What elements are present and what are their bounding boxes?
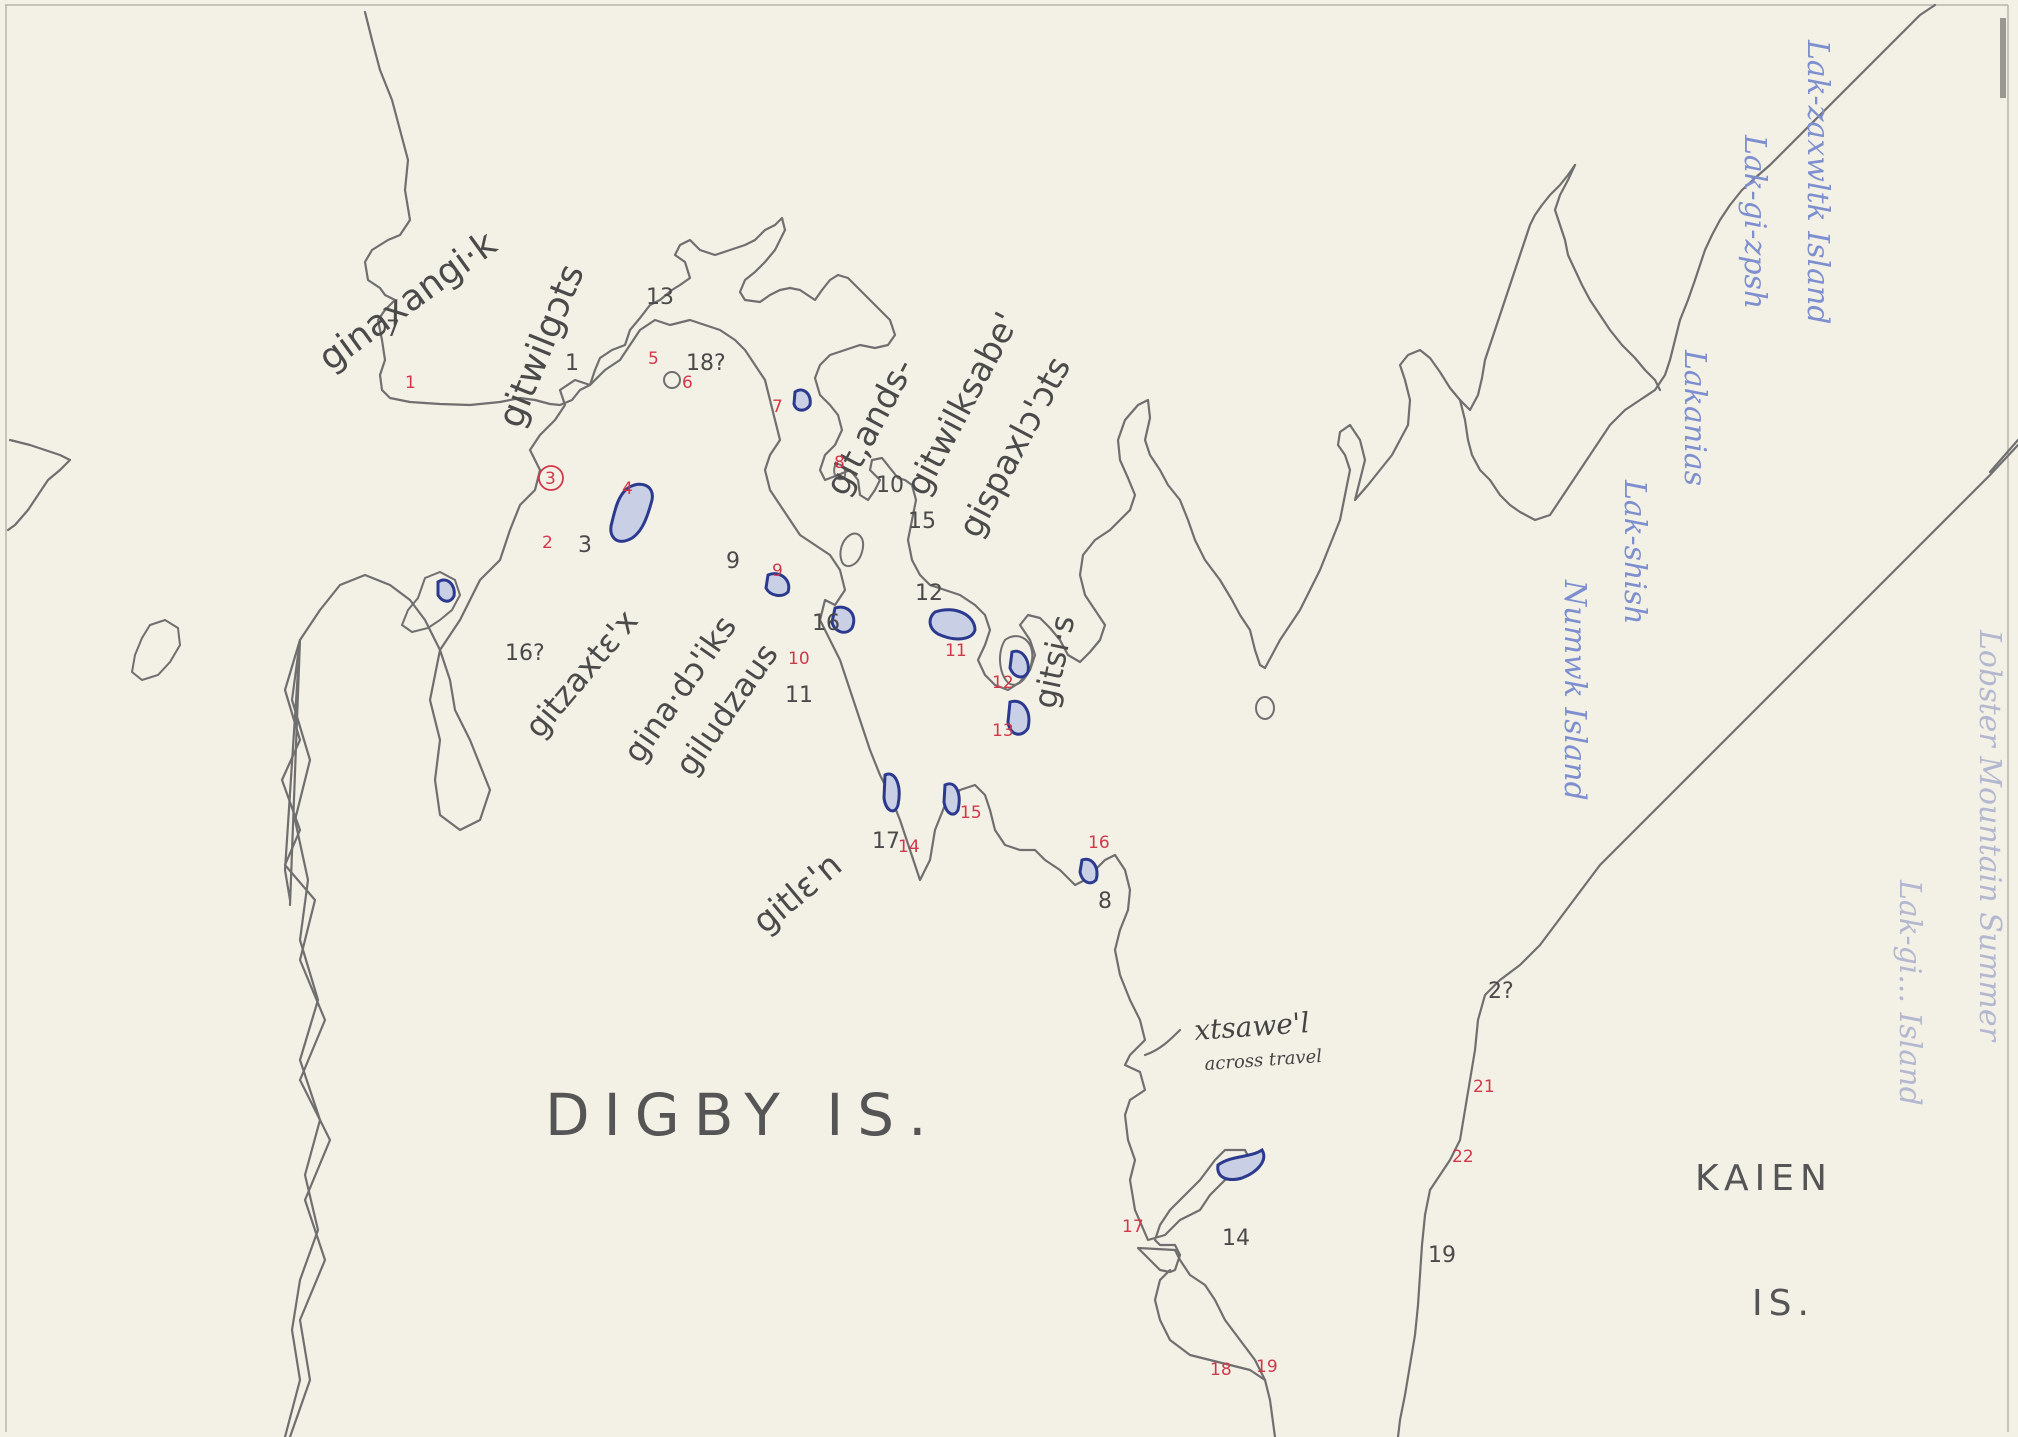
- num-red-21: 21: [1473, 1077, 1495, 1097]
- island-label-kaien: KAIEN: [1695, 1158, 1833, 1199]
- num-black-16: 16: [812, 611, 840, 636]
- island-label-digby: DIGBY IS.: [545, 1081, 941, 1149]
- digby-island-coast: [283, 638, 322, 1437]
- xtsawel-pointer: [1143, 1028, 1182, 1057]
- north-peninsula-east: [1458, 3, 1937, 522]
- num-red-2: 2: [542, 533, 553, 553]
- num-black-17: 17: [872, 829, 900, 854]
- num-red-22: 22: [1452, 1147, 1474, 1167]
- num-red-3: 3: [545, 469, 556, 489]
- num-black-8: 8: [1098, 889, 1112, 914]
- side-note-1: Lak-zaxwltk Island: [1800, 39, 1835, 325]
- blue-islet-14: [1216, 1147, 1266, 1181]
- num-black-18q: 18?: [686, 351, 726, 376]
- place-ginaxangik: ginaxangi·k: [311, 223, 504, 379]
- side-note-4: Lak-shish: [1617, 479, 1652, 625]
- kaien-island-coast: [1396, 443, 2018, 1437]
- num-red-14: 14: [898, 837, 920, 857]
- side-note-5: Numwk Island: [1557, 579, 1592, 801]
- blue-islet-4: [609, 482, 654, 543]
- num-red-12: 12: [992, 673, 1014, 693]
- blue-islet-15: [942, 782, 961, 816]
- northwest-coast: [363, 10, 907, 502]
- blue-islet-west: [436, 578, 456, 603]
- north-peninsula-west: [1553, 163, 1662, 392]
- place-xtsawel: xtsawe'l: [1193, 1006, 1310, 1047]
- binding-mark: [2000, 18, 2006, 98]
- blue-islet-6: [792, 388, 812, 412]
- num-red-13: 13: [992, 721, 1014, 741]
- num-black-19: 19: [1428, 1243, 1456, 1268]
- digby-west-shore: [280, 318, 1277, 1437]
- islet-west-2: [130, 618, 182, 682]
- islet-north-small: [663, 371, 681, 389]
- num-red-3-circle: [538, 465, 564, 491]
- faint-note-1: Lobster Mountain Summer: [1972, 629, 2007, 1043]
- num-black-12: 12: [915, 581, 943, 606]
- islet-north-notch: [833, 463, 847, 481]
- num-black-2q: 2?: [1488, 979, 1514, 1004]
- blue-islet-8: [1078, 857, 1099, 885]
- num-red-1: 1: [405, 373, 416, 393]
- num-red-7: 7: [772, 397, 783, 417]
- side-note-3: Lakanias: [1677, 349, 1712, 486]
- islet-west-1: [400, 570, 462, 634]
- num-red-16: 16: [1088, 833, 1110, 853]
- place-gitlen: gitlɛ'n: [745, 845, 850, 942]
- num-red-6: 6: [682, 373, 693, 393]
- num-red-19: 19: [1256, 1357, 1278, 1377]
- blue-islet-16: [830, 605, 856, 634]
- num-red-4: 4: [622, 479, 633, 499]
- blue-islet-11: [928, 608, 977, 641]
- num-red-9: 9: [772, 561, 783, 581]
- digby-south-shore: [1153, 1268, 1267, 1382]
- num-black-7: 7: [386, 317, 400, 342]
- blue-islet-9: [764, 572, 791, 597]
- blue-islet-12: [1008, 649, 1030, 679]
- side-note-2: Lak-gi-zpsh: [1737, 134, 1772, 309]
- place-gitzaxtet: gitzaxtɛ'x: [517, 602, 646, 745]
- num-red-11: 11: [945, 641, 967, 661]
- num-red-10: 10: [788, 649, 810, 669]
- num-black-10: 10: [876, 473, 904, 498]
- west-shore-fragment: [6, 438, 72, 532]
- blue-islet-17: [882, 772, 901, 813]
- num-black-1: 1: [565, 351, 579, 376]
- place-gitwilgots: gitwilgɔts: [490, 259, 592, 434]
- num-black-14: 14: [1222, 1226, 1250, 1251]
- num-red-15: 15: [960, 803, 982, 823]
- place-gitsis: gitsi·s: [1026, 612, 1083, 712]
- kaien-east-edge: [1988, 438, 2018, 474]
- faint-note-2: Lak-gi... Island: [1892, 879, 1927, 1106]
- num-red-18: 18: [1210, 1360, 1232, 1380]
- island-label-kaien-is: IS.: [1752, 1283, 1815, 1324]
- num-red-8: 8: [834, 453, 845, 473]
- num-red-17: 17: [1122, 1217, 1144, 1237]
- place-across-travel: across travel: [1204, 1046, 1323, 1075]
- islet-gitsis: [998, 635, 1034, 686]
- num-black-11: 11: [785, 683, 813, 708]
- num-black-15: 15: [908, 509, 936, 534]
- islet-east-small: [1255, 696, 1275, 720]
- num-black-16q: 16?: [505, 641, 545, 666]
- num-black-13: 13: [646, 285, 674, 310]
- num-red-5: 5: [648, 349, 659, 369]
- blue-islet-13: [1006, 699, 1031, 736]
- num-black-3: 3: [578, 533, 592, 558]
- islet-center-oval: [839, 532, 864, 568]
- num-black-9: 9: [726, 549, 740, 574]
